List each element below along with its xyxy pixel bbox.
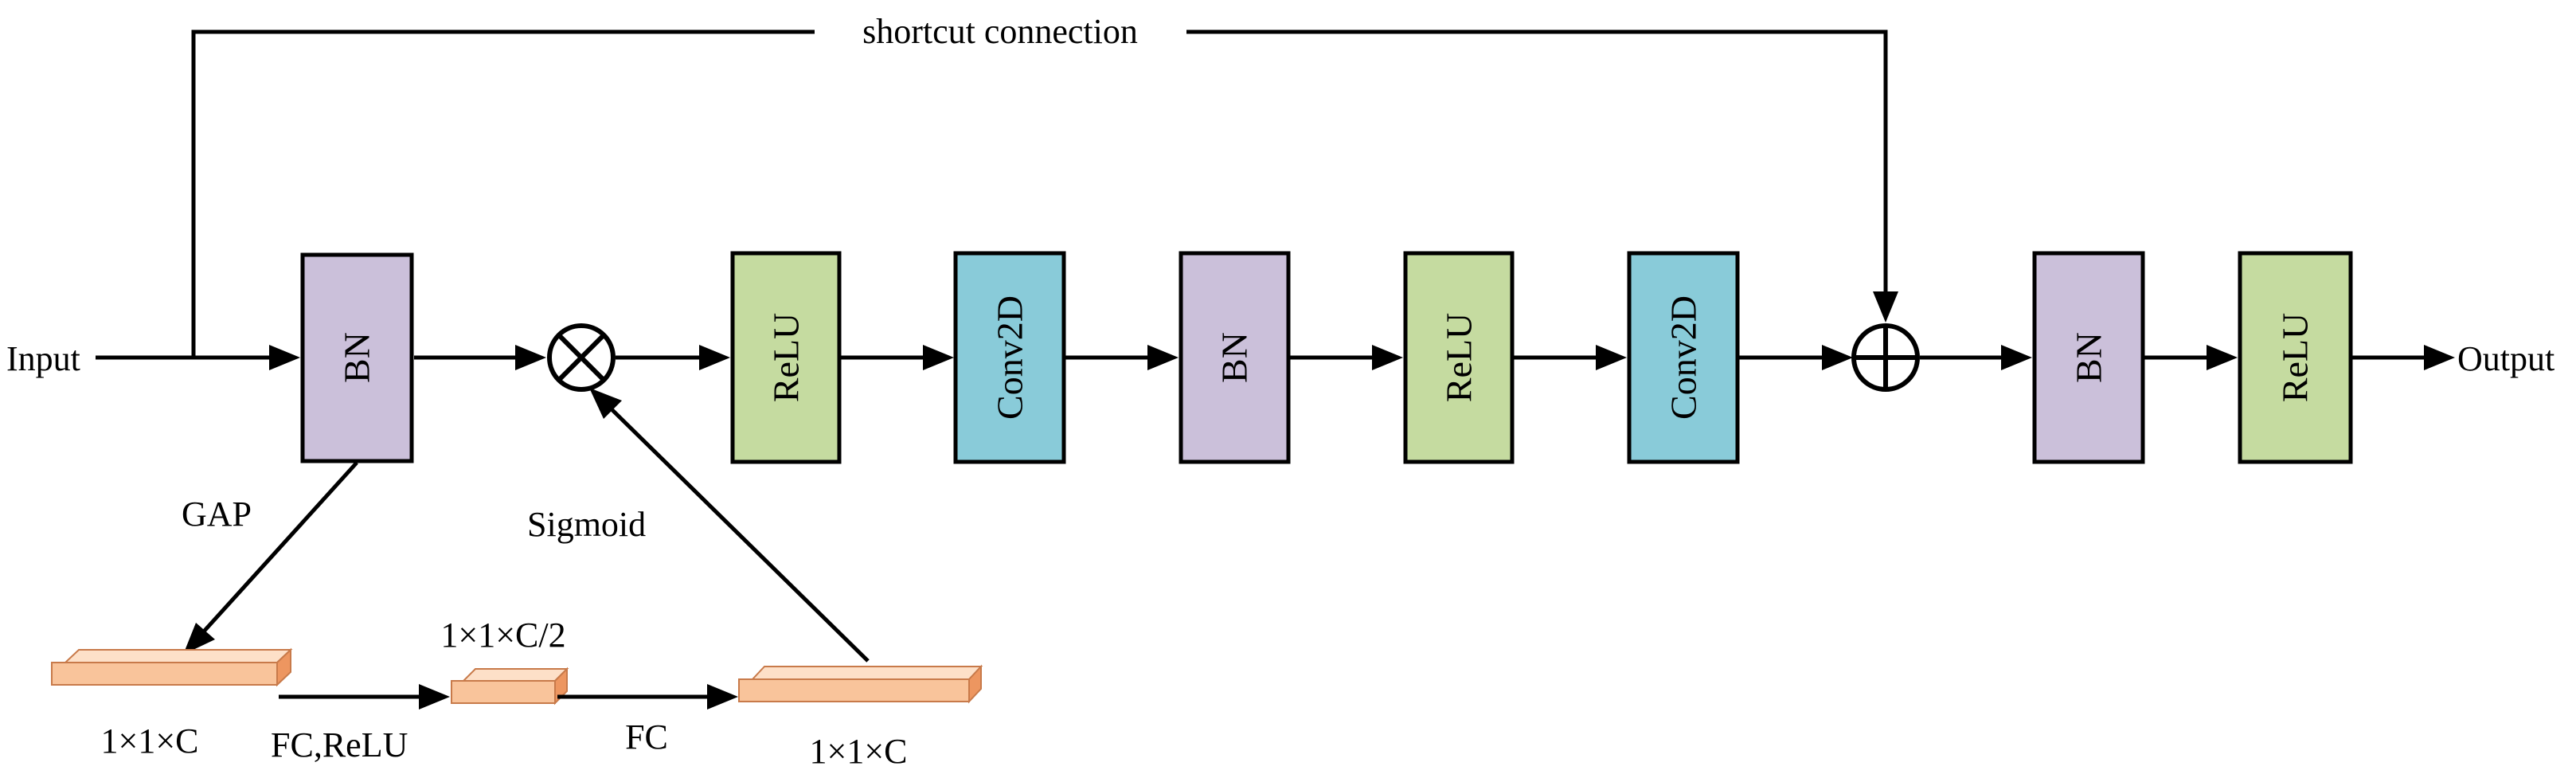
main-flow-arrows xyxy=(96,345,2455,370)
block-label: ReLU xyxy=(766,313,807,402)
block-label: Conv2D xyxy=(1663,295,1704,420)
block-bn-1: BN xyxy=(300,252,414,463)
block-relu-2: ReLU xyxy=(1403,251,1515,464)
tensor-1xc-output xyxy=(738,664,983,704)
arrowhead xyxy=(1873,291,1898,323)
fc-relu-label: FC,ReLU xyxy=(271,725,408,764)
tensor-3-dim-label: 1×1×C xyxy=(810,732,908,771)
sigmoid-label: Sigmoid xyxy=(527,505,646,544)
block-conv2d-2: Conv2D xyxy=(1627,251,1740,464)
shortcut-label: shortcut connection xyxy=(862,12,1138,51)
tensor-1-dim-label: 1×1×C xyxy=(101,721,199,760)
block-label: BN xyxy=(337,332,377,383)
tensor-1xc2-hidden xyxy=(451,667,569,706)
block-bn-2: BN xyxy=(1179,251,1291,464)
block-label: ReLU xyxy=(2275,313,2316,402)
fc-relu-arrow xyxy=(279,684,450,710)
tensor-2-dim-label: 1×1×C/2 xyxy=(440,616,565,655)
add-operator-icon xyxy=(1851,323,1920,392)
tensor-1xc-input xyxy=(51,647,293,687)
block-conv2d-1: Conv2D xyxy=(953,251,1066,464)
block-bn-3: BN xyxy=(2032,251,2145,464)
multiply-operator-icon xyxy=(547,323,616,392)
gap-label: GAP xyxy=(182,495,252,534)
block-label: BN xyxy=(1214,332,1255,383)
block-label: ReLU xyxy=(1439,313,1480,402)
block-relu-1: ReLU xyxy=(730,251,842,464)
shortcut-connection: shortcut connection xyxy=(191,12,1898,358)
input-label: Input xyxy=(6,339,80,378)
fc-arrow xyxy=(557,684,738,710)
output-label: Output xyxy=(2457,339,2555,378)
fc-label: FC xyxy=(625,717,668,756)
block-label: Conv2D xyxy=(990,295,1030,420)
sigmoid-arrow xyxy=(589,388,870,663)
block-relu-3: ReLU xyxy=(2238,251,2353,464)
gap-arrow xyxy=(183,461,358,655)
block-label: BN xyxy=(2069,332,2109,383)
